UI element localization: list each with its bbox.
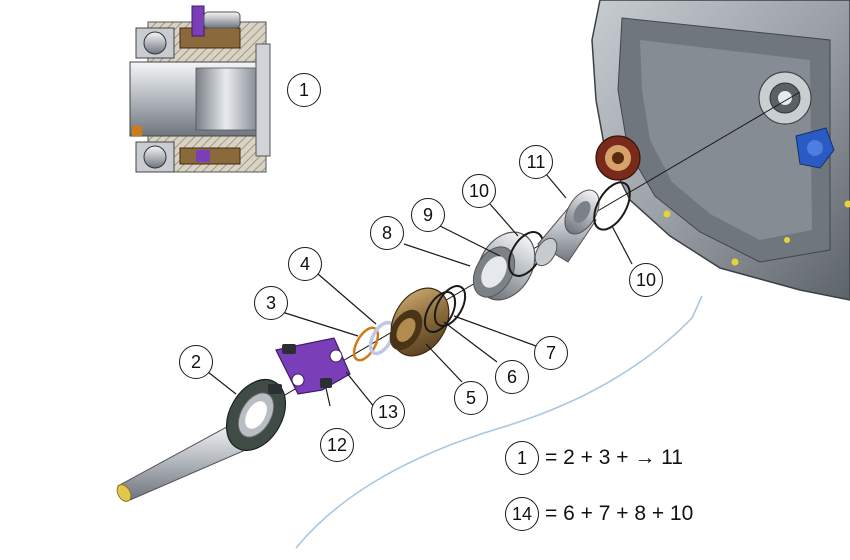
callout-13: 13 — [371, 395, 405, 429]
gearbox-housing — [591, 0, 850, 301]
part-bronze-bearing — [389, 287, 450, 357]
part-silver-bearing — [472, 231, 536, 301]
callout-6: 6 — [495, 360, 529, 394]
callout-4: 4 — [288, 247, 322, 281]
legend-line-repair-kit: 14 = 6 + 7 + 8 + 10 — [505, 497, 693, 531]
legend-line-assembly: 1 = 2 + 3 + → 11 — [505, 441, 683, 475]
legend-formula-1: = 2 + 3 + → 11 — [545, 446, 683, 469]
subassembly-bracket — [295, 295, 703, 549]
callout-3: 3 — [254, 286, 288, 320]
part-seal — [225, 379, 287, 451]
part-ring-seven — [433, 285, 467, 327]
part-ring-six — [423, 291, 457, 333]
legend-ref-1: 1 — [505, 441, 539, 475]
callout-10-left: 10 — [462, 174, 496, 208]
callout-12: 12 — [320, 428, 354, 462]
part-o-ring-orange — [352, 326, 380, 362]
leader-lines — [207, 173, 633, 409]
legend-formula-14: = 6 + 7 + 8 + 10 — [545, 502, 694, 525]
callout-9: 9 — [411, 198, 445, 232]
callout-10-right: 10 — [629, 263, 663, 297]
callout-7: 7 — [534, 336, 568, 370]
part-guide-sleeve — [534, 189, 600, 267]
callout-11: 11 — [519, 145, 553, 179]
part-ring-ten-right — [593, 181, 631, 231]
callout-5: 5 — [454, 381, 488, 415]
legend-ref-14: 14 — [505, 497, 539, 531]
callout-8: 8 — [370, 216, 404, 250]
part-bolts — [268, 344, 332, 394]
callout-2: 2 — [179, 345, 213, 379]
part-washer — [368, 320, 396, 356]
callout-1: 1 — [287, 73, 321, 107]
cutaway-assembly-view — [129, 5, 271, 173]
